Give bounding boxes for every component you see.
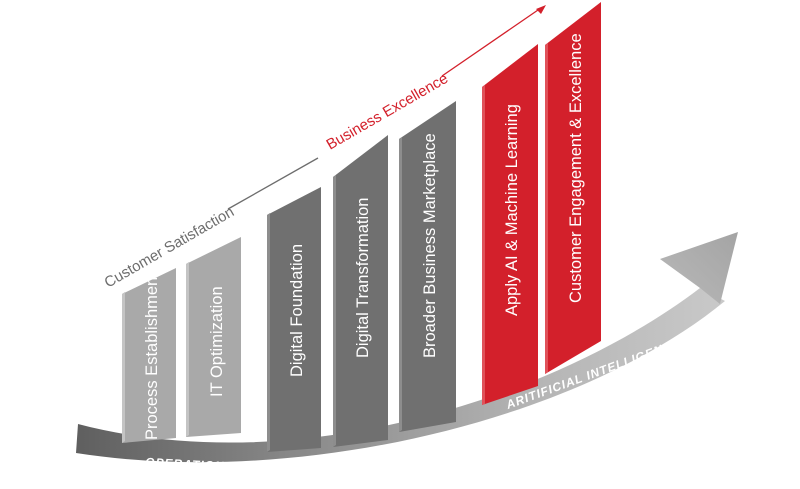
bar-label: IT Optimization [208,286,226,397]
trend-line-satisfaction [227,157,319,210]
bar-process-establishment: Process Establishment [122,268,176,443]
bar-label: Customer Engagement & Excellence [567,33,585,303]
swoosh-arrowhead [660,232,738,304]
bar-digital-transformation: Digital Transformation [333,135,388,447]
bar-label: Broader Business Marketplace [421,133,439,358]
bar-label: Digital Foundation [288,244,306,377]
bar-label: Process Establishment [143,272,161,440]
bar-label: Digital Transformation [354,198,372,358]
bar-customer-engagement-excellence: Customer Engagement & Excellence [545,2,601,374]
bar-digital-foundation: Digital Foundation [267,187,321,452]
chevron-icon: ▶▶▶ [274,462,297,473]
stage-label-digital: DIGITAL [347,446,402,463]
chevron-icon: ▶▶▶ [436,429,461,443]
bar-label: Apply AI & Machine Learning [503,104,521,316]
bar-it-optimization: IT Optimization [186,237,241,437]
trend-arrow [227,5,546,210]
trend-arrowhead-icon [536,5,546,14]
trend-line-excellence [441,9,539,77]
bar-broader-business-marketplace: Broader Business Marketplace [399,101,456,432]
bar-apply-ai-machine-learning: Apply AI & Machine Learning [482,44,538,405]
stage-label-operational: OPERATIONAL [145,455,243,474]
